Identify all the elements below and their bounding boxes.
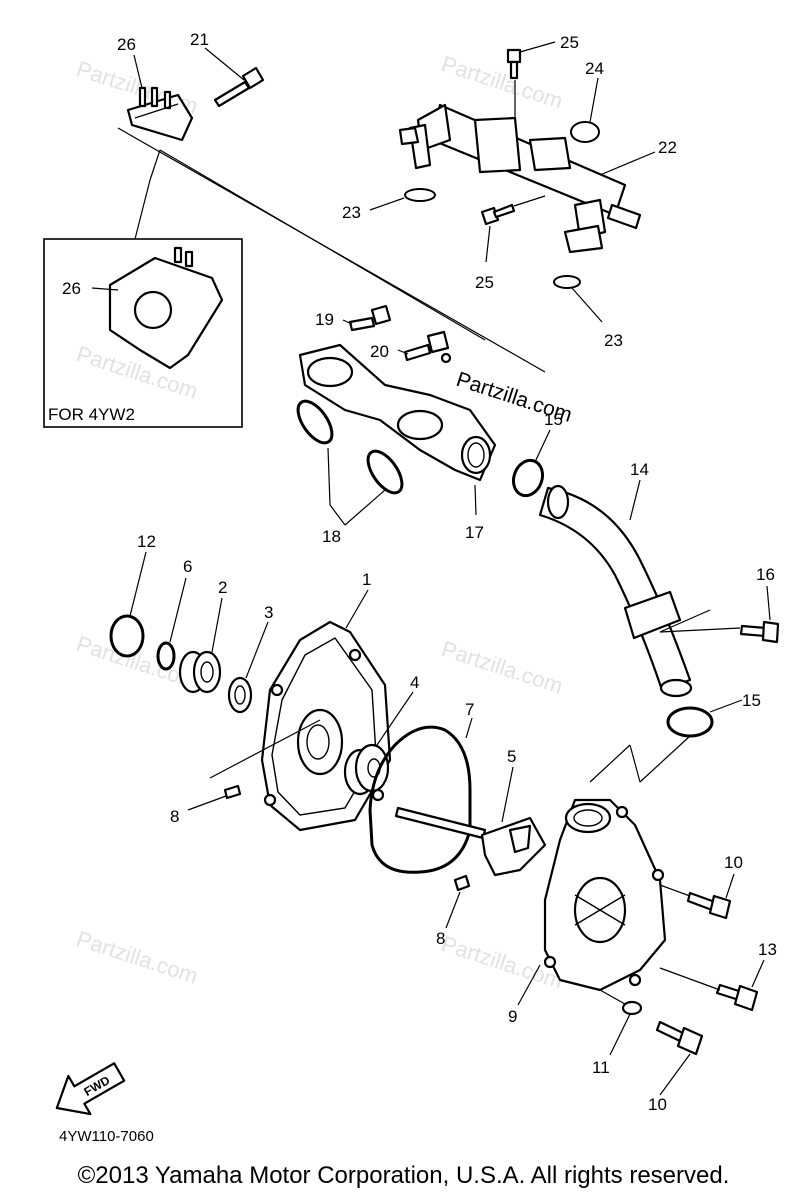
diagram-code: 4YW110-7060 — [59, 1128, 154, 1145]
part-10-bolt — [686, 891, 732, 920]
callout-labels: 26 21 26 25 24 22 23 25 23 19 20 15 14 1… — [62, 30, 777, 1114]
part-23-o-ring — [553, 275, 581, 289]
callout-12: 12 — [137, 532, 156, 551]
callout-26: 26 — [117, 35, 136, 54]
callout-15: 15 — [544, 410, 563, 429]
part-8-dowel-pin — [453, 874, 471, 892]
part-10-bolt — [655, 1020, 704, 1056]
callout-25: 25 — [475, 273, 494, 292]
part-18-o-ring — [296, 399, 334, 445]
part-8-dowel-pin — [223, 784, 242, 800]
callout-14: 14 — [630, 460, 649, 479]
callout-3: 3 — [264, 603, 273, 622]
part-25-bolt — [480, 203, 516, 226]
callout-2: 2 — [218, 578, 227, 597]
part-12-o-ring — [109, 614, 145, 658]
part-21-bolt — [213, 66, 265, 108]
callout-6: 6 — [183, 557, 192, 576]
callout-9: 9 — [508, 1007, 517, 1026]
part-25-bolt — [506, 48, 522, 80]
guide-line — [159, 149, 486, 341]
part-26-bracket — [126, 86, 194, 142]
callout-20: 20 — [370, 342, 389, 361]
callout-4: 4 — [410, 673, 419, 692]
callout-21: 21 — [190, 30, 209, 49]
part-17-housing — [298, 343, 497, 482]
callout-24: 24 — [585, 59, 604, 78]
watermark: Partzilla.com — [73, 926, 200, 989]
callout-1: 1 — [362, 570, 371, 589]
part-18-o-ring — [366, 449, 404, 495]
fwd-arrow-icon: FWD — [55, 1062, 126, 1116]
watermark: Partzilla.com — [438, 51, 565, 114]
copyright-footer: ©2013 Yamaha Motor Corporation, U.S.A. A… — [77, 1162, 730, 1189]
part-22-pipe — [398, 103, 642, 254]
callout-7: 7 — [465, 700, 474, 719]
callout-18: 18 — [322, 527, 341, 546]
part-13-bolt — [715, 983, 759, 1012]
watermark: Partzilla.com — [438, 636, 565, 699]
part-14-hose — [538, 484, 693, 698]
callout-25: 25 — [560, 33, 579, 52]
part-4-impeller — [343, 743, 390, 796]
callout-10: 10 — [724, 853, 743, 872]
part-6-circlip — [156, 641, 176, 671]
callout-23: 23 — [342, 203, 361, 222]
part-2-bearing — [178, 650, 222, 694]
part-24-o-ring — [570, 121, 600, 143]
callout-19: 19 — [315, 310, 334, 329]
part-20-bolt — [403, 330, 452, 364]
callout-16: 16 — [756, 565, 775, 584]
part-9-housing — [543, 798, 667, 992]
part-5-shaft — [394, 806, 547, 877]
part-3-seal — [227, 676, 253, 714]
callout-8: 8 — [436, 929, 445, 948]
callout-11: 11 — [592, 1058, 610, 1077]
part-19-bolt — [348, 304, 392, 332]
part-15-o-ring — [511, 458, 545, 498]
inset-box: FOR 4YW2 — [43, 149, 243, 428]
callout-10: 10 — [648, 1095, 667, 1114]
callout-8: 8 — [170, 807, 179, 826]
part-16-bolt — [739, 620, 780, 644]
part-15-o-ring — [666, 706, 714, 738]
callout-26: 26 — [62, 279, 81, 298]
part-11-washer — [621, 1000, 643, 1016]
part-23-o-ring — [404, 188, 436, 202]
inset-caption: FOR 4YW2 — [48, 405, 135, 424]
part-7-gasket — [368, 725, 472, 874]
callout-17: 17 — [465, 523, 484, 542]
callout-23: 23 — [604, 331, 623, 350]
callout-22: 22 — [658, 138, 677, 157]
callout-13: 13 — [758, 940, 777, 959]
callout-5: 5 — [507, 747, 516, 766]
callout-15: 15 — [742, 691, 761, 710]
